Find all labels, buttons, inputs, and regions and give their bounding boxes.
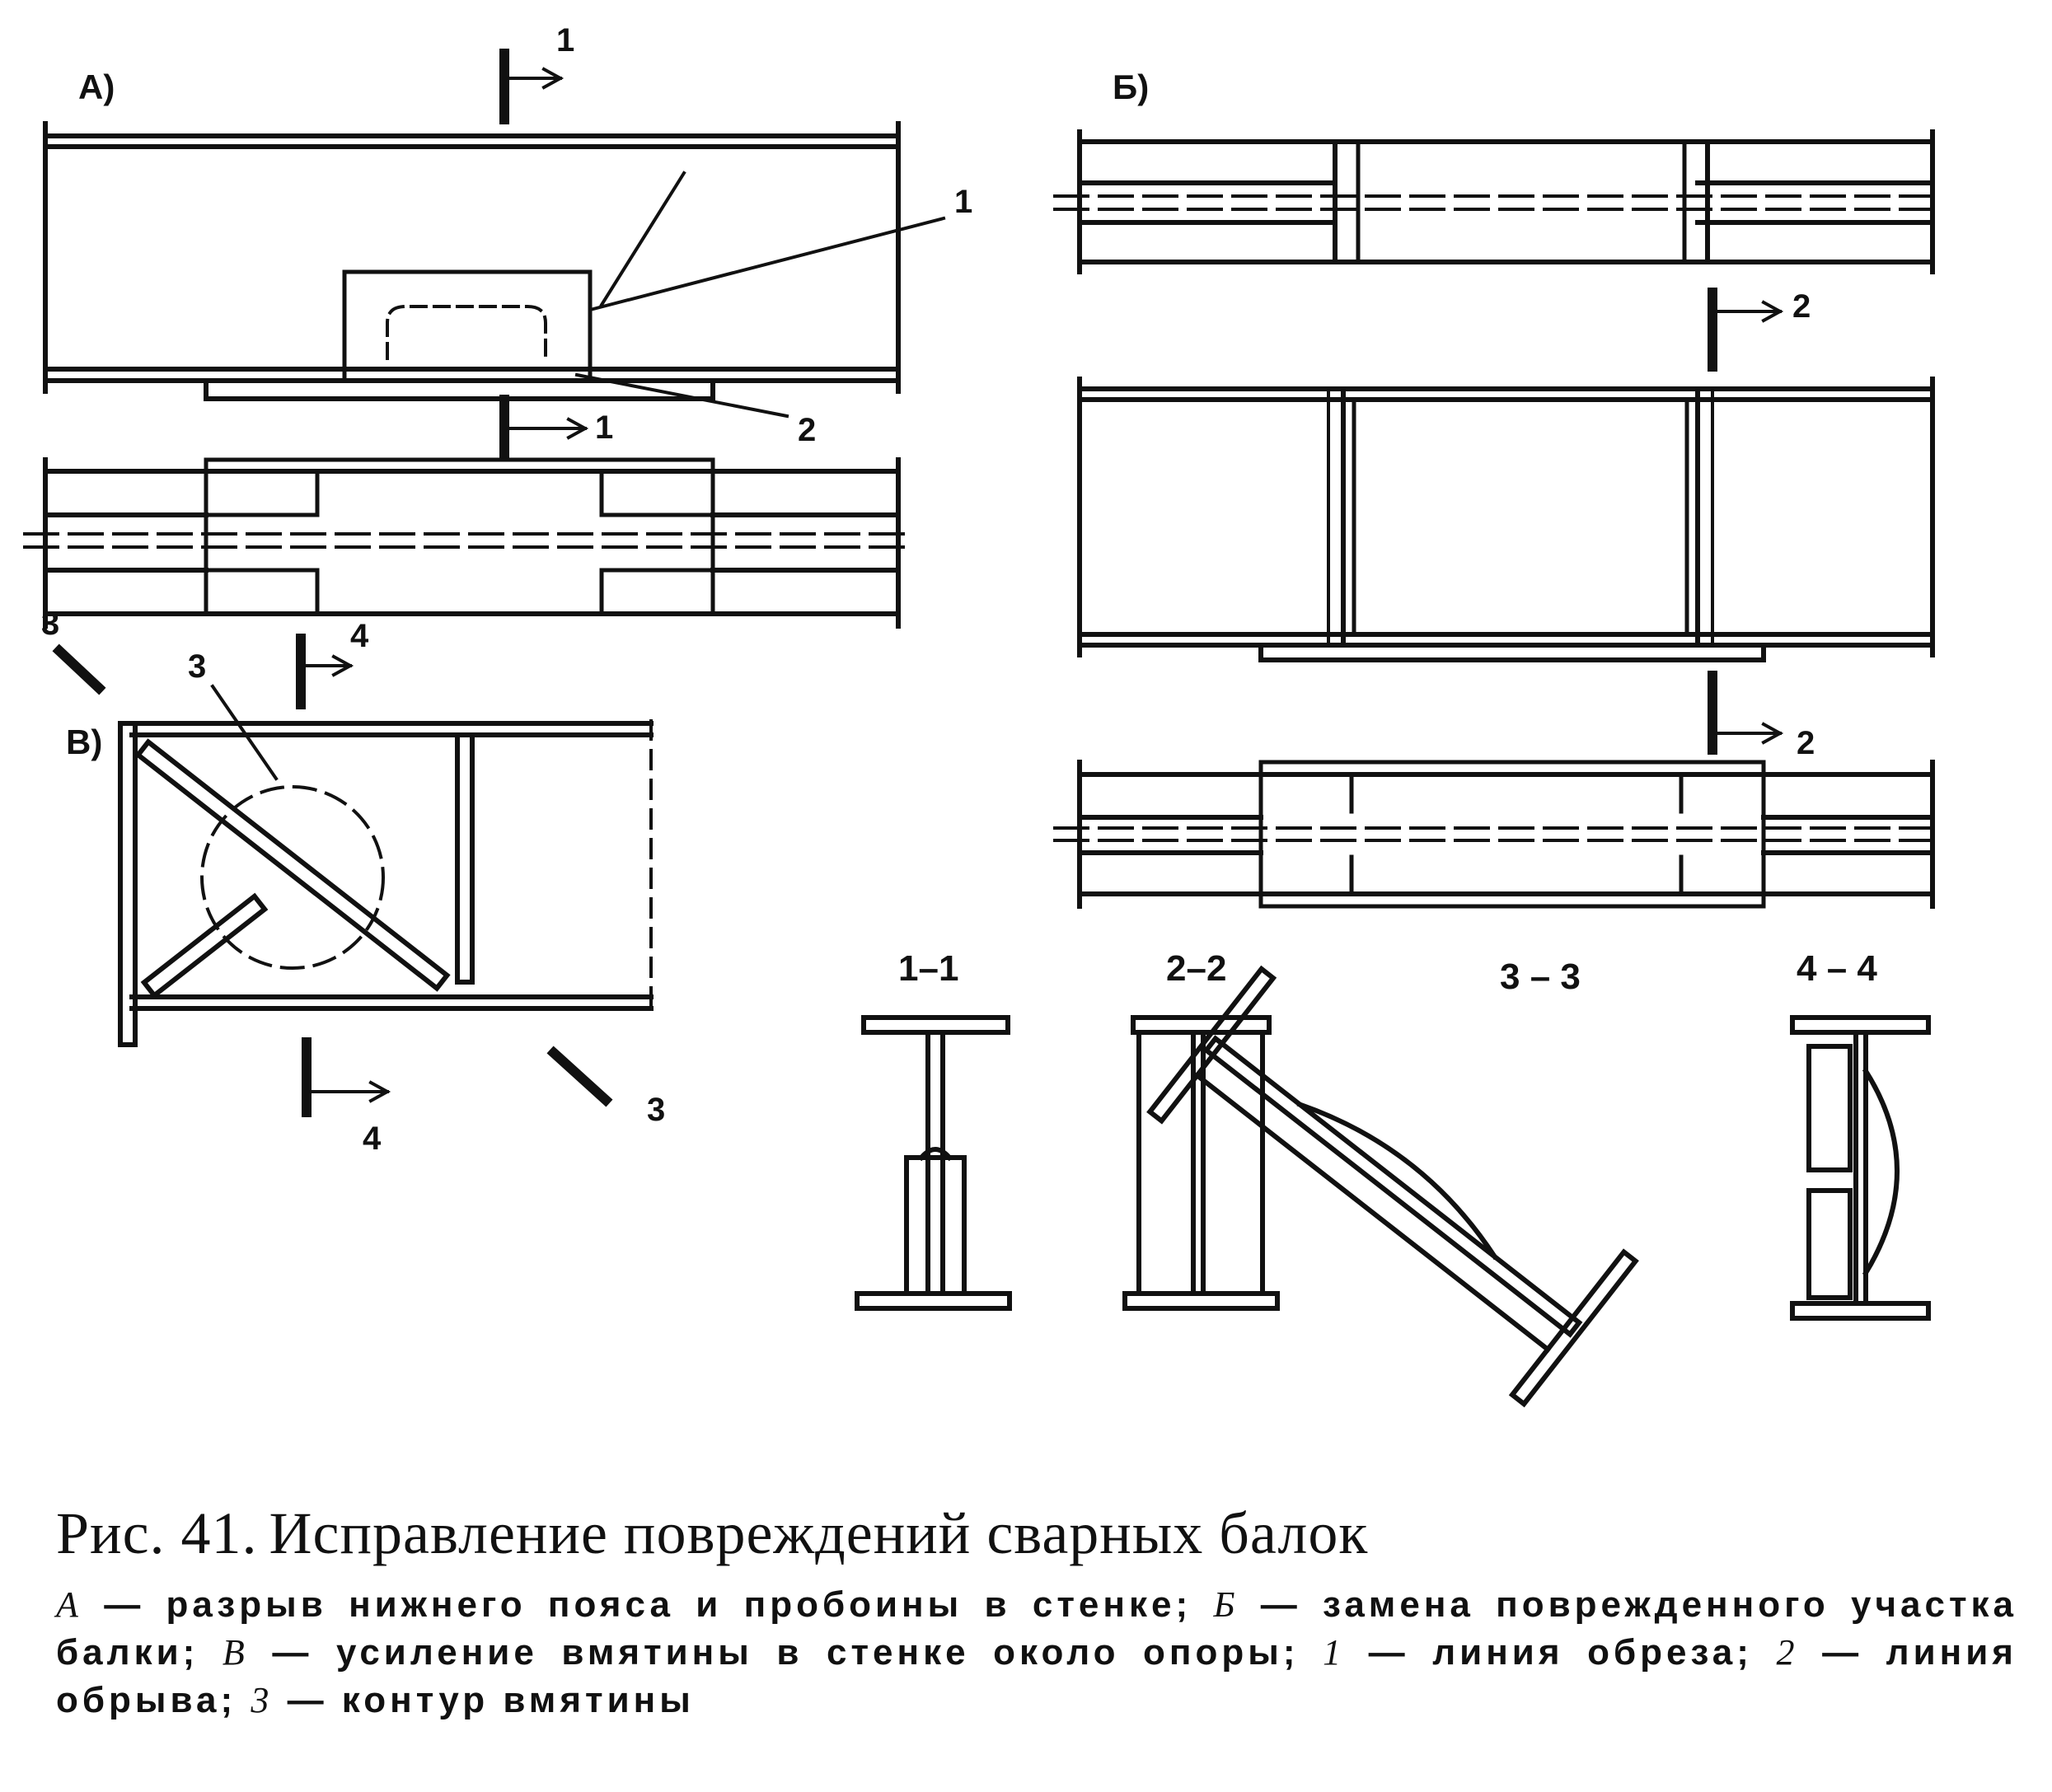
- marker-label-1-mid: 1: [595, 409, 613, 446]
- panel-b-elevation: [1077, 377, 1935, 662]
- callout-1: 1: [954, 184, 972, 220]
- section-1-1: [855, 1015, 1012, 1311]
- section-title-2-2: 2–2: [1166, 948, 1226, 989]
- figure-drawing: А) Б) В) 1–1 2–2 3 – 3 4 – 4 1 1 1 2 2 2…: [23, 22, 1947, 1408]
- panel-label-v: В): [66, 723, 102, 761]
- legend-text-b: замена поврежденного участка балки;: [56, 1584, 2018, 1673]
- marker-label-2-top: 2: [1792, 288, 1811, 325]
- section-title-1-1: 1–1: [898, 948, 958, 989]
- section-2-2: [1122, 1015, 1280, 1311]
- panel-v-elevation: [118, 719, 654, 1047]
- callout-2: 2: [798, 412, 816, 448]
- section-markers: [52, 49, 1717, 1117]
- panel-a-elevation: [43, 121, 901, 401]
- figure-number: Рис. 41.: [56, 1500, 258, 1566]
- legend-key-b: Б: [1213, 1584, 1239, 1625]
- section-title-4-4: 4 – 4: [1797, 948, 1877, 989]
- figure-caption: Рис. 41.Исправление повреждений сварных …: [56, 1500, 2017, 1724]
- legend-key-v: В: [222, 1632, 249, 1673]
- section-4-4: [1790, 1015, 1931, 1321]
- legend-key-3: 3: [251, 1680, 274, 1720]
- legend-text-1: линия обреза;: [1432, 1632, 1753, 1673]
- figure-title: Исправление повреждений сварных балок: [269, 1500, 1369, 1566]
- panel-label-b: Б): [1113, 68, 1149, 106]
- legend-text-2: линия обрыва;: [56, 1632, 2017, 1720]
- section-3-3: [1146, 965, 1639, 1408]
- section-title-3-3: 3 – 3: [1500, 957, 1581, 997]
- caption-legend: А — разрыв нижнего пояса и пробоины в ст…: [56, 1584, 2018, 1720]
- marker-label-4-top: 4: [350, 618, 369, 654]
- panel-label-a: А): [78, 68, 115, 106]
- marker-label-4-bottom: 4: [363, 1121, 382, 1157]
- legend-text-3: контур вмятины: [341, 1680, 695, 1720]
- legend-key-a: А: [56, 1584, 82, 1625]
- legend-text-a: разрыв нижнего пояса и пробоины в стенке…: [166, 1584, 1192, 1625]
- marker-label-3-left: 3: [41, 606, 59, 642]
- dent-contour: [200, 785, 385, 970]
- marker-label-3-right: 3: [647, 1092, 665, 1128]
- callout-3: 3: [188, 648, 206, 685]
- panel-a-plan: [23, 457, 912, 629]
- caption-title: Рис. 41.Исправление повреждений сварных …: [56, 1500, 2017, 1568]
- legend-key-2: 2: [1776, 1632, 1799, 1673]
- panel-b-plan-bottom: [1053, 760, 1947, 909]
- marker-label-2-bottom: 2: [1797, 725, 1815, 761]
- legend-text-v: усиление вмятины в стенке около опоры;: [335, 1632, 1300, 1673]
- legend-key-1: 1: [1323, 1632, 1346, 1673]
- marker-label-1-top: 1: [556, 22, 574, 58]
- panel-b-plan-top: [1053, 129, 1947, 274]
